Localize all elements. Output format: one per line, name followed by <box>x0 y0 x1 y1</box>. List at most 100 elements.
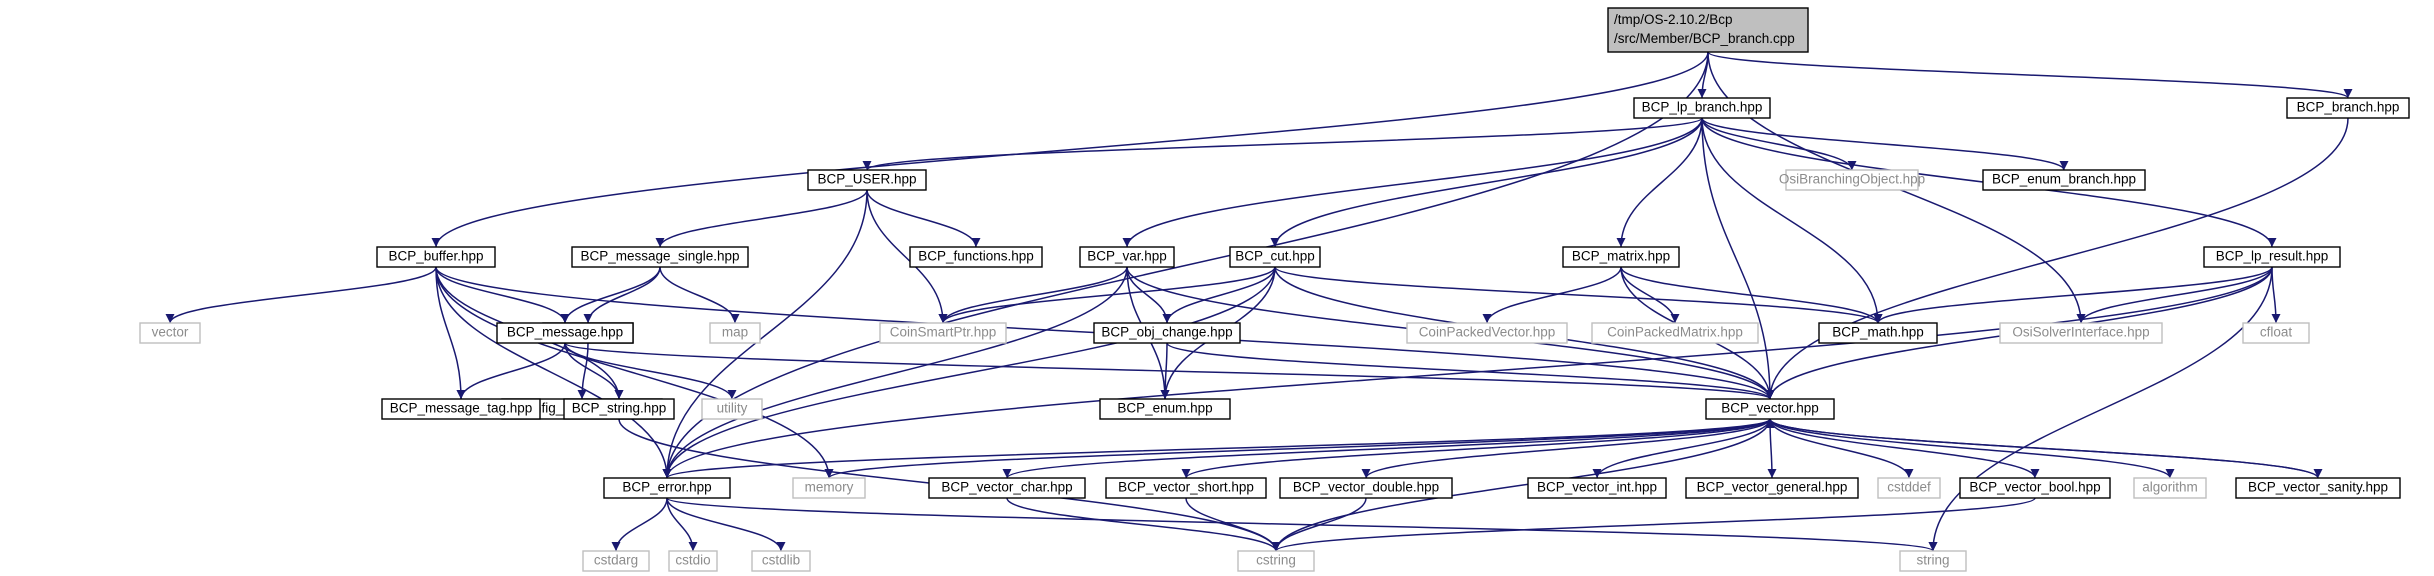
edge-lp_branch-to-cut <box>1270 117 1703 248</box>
edge-buffer-to-memory <box>435 266 834 479</box>
edge-var-to-error <box>662 266 1128 479</box>
root-file-node-root[interactable]: /tmp/OS-2.10.2/Bcp/src/Member/BCP_branch… <box>1607 7 1809 53</box>
node-label: string <box>1916 553 1949 568</box>
external-header-node-coinsmartptr: CoinSmartPtr.hpp <box>879 322 1007 344</box>
header-file-node-vector_general[interactable]: BCP_vector_general.hpp <box>1685 477 1859 499</box>
external-header-node-memory: memory <box>792 477 866 499</box>
node-label: memory <box>805 480 854 495</box>
edge-cut-to-error <box>662 266 1276 479</box>
header-file-node-math[interactable]: BCP_math.hpp <box>1818 322 1938 344</box>
external-header-node-utility: utility <box>701 398 763 420</box>
node-label: /src/Member/BCP_branch.cpp <box>1614 31 1795 46</box>
edge-root-to-branch <box>1707 51 2353 99</box>
node-box <box>1959 477 2111 499</box>
header-file-node-obj_change[interactable]: BCP_obj_change.hpp <box>1093 322 1241 344</box>
node-label: BCP_vector_int.hpp <box>1537 480 1657 495</box>
header-file-node-var[interactable]: BCP_var.hpp <box>1079 246 1175 268</box>
node-box <box>807 169 927 191</box>
edge-message-to-message_tag <box>456 342 566 400</box>
node-box <box>1899 550 1967 572</box>
node-box <box>751 550 811 572</box>
header-file-node-lp_result[interactable]: BCP_lp_result.hpp <box>2203 246 2341 268</box>
node-box <box>1079 246 1175 268</box>
header-file-node-branch[interactable]: BCP_branch.hpp <box>2286 97 2410 119</box>
node-box <box>1406 322 1568 344</box>
edge-message_single-to-message <box>560 266 661 324</box>
edge-vector-to-cstring <box>1271 418 1771 552</box>
node-box <box>563 398 675 420</box>
node-label: BCP_matrix.hpp <box>1572 249 1670 264</box>
node-label: map <box>722 325 748 340</box>
node-label: BCP_enum_branch.hpp <box>1992 172 2136 187</box>
edge-lp_branch-to-osibranching <box>1701 117 1857 171</box>
edge-var-to-obj_change <box>1126 266 1172 324</box>
edge-lp_result-to-cfloat <box>2271 266 2281 324</box>
node-label: vector <box>152 325 189 340</box>
node-label: cstdlib <box>762 553 800 568</box>
node-box <box>879 322 1007 344</box>
edge-matrix-to-coinpackedmatrix <box>1620 266 1680 324</box>
node-label: BCP_obj_change.hpp <box>1101 325 1232 340</box>
header-file-node-vector_bool[interactable]: BCP_vector_bool.hpp <box>1959 477 2111 499</box>
node-label: CoinPackedVector.hpp <box>1419 325 1556 340</box>
edge-lp_branch-to-enum_branch <box>1701 117 2069 171</box>
edge-error-to-cstdlib <box>666 497 786 552</box>
edge-vector-to-cstddef <box>1769 418 1914 479</box>
header-file-node-functions[interactable]: BCP_functions.hpp <box>909 246 1043 268</box>
node-box <box>1105 477 1267 499</box>
edge-vector_sanity-to-vector <box>1765 418 2319 479</box>
header-file-node-message_single[interactable]: BCP_message_single.hpp <box>571 246 749 268</box>
node-label: algorithm <box>2142 480 2198 495</box>
node-label: BCP_error.hpp <box>622 480 711 495</box>
node-box <box>1877 477 1941 499</box>
node-label: BCP_buffer.hpp <box>388 249 483 264</box>
node-label: BCP_message_tag.hpp <box>390 401 533 416</box>
header-file-node-enum_branch[interactable]: BCP_enum_branch.hpp <box>1982 169 2146 191</box>
header-file-node-buffer[interactable]: BCP_buffer.hpp <box>376 246 496 268</box>
node-label: BCP_message.hpp <box>507 325 623 340</box>
edge-lp_branch-to-matrix <box>1616 117 1703 248</box>
header-file-node-message_tag[interactable]: BCP_message_tag.hpp <box>381 398 541 420</box>
header-file-node-enum[interactable]: BCP_enum.hpp <box>1099 398 1231 420</box>
node-label: BCP_vector_double.hpp <box>1293 480 1439 495</box>
edge-vector-to-vector_int <box>1592 418 1771 479</box>
external-header-node-coinpackedmatrix: CoinPackedMatrix.hpp <box>1591 322 1759 344</box>
edge-message-to-utility <box>564 342 737 400</box>
header-file-node-vector_sanity[interactable]: BCP_vector_sanity.hpp <box>2235 477 2401 499</box>
header-file-node-string_hpp[interactable]: BCP_string.hpp <box>563 398 675 420</box>
node-label: cstdarg <box>594 553 638 568</box>
header-file-node-error[interactable]: BCP_error.hpp <box>603 477 731 499</box>
node-box <box>909 246 1043 268</box>
node-box <box>668 550 718 572</box>
node-box <box>1093 322 1241 344</box>
header-file-node-matrix[interactable]: BCP_matrix.hpp <box>1562 246 1680 268</box>
header-file-node-vector_char[interactable]: BCP_vector_char.hpp <box>928 477 1086 499</box>
node-label: BCP_lp_result.hpp <box>2216 249 2329 264</box>
header-file-node-vector_int[interactable]: BCP_vector_int.hpp <box>1527 477 1667 499</box>
edge-error-to-cstdarg <box>611 497 668 552</box>
header-file-node-vector_double[interactable]: BCP_vector_double.hpp <box>1279 477 1453 499</box>
node-label: BCP_enum.hpp <box>1117 401 1212 416</box>
node-label: cfloat <box>2260 325 2293 340</box>
node-label: BCP_functions.hpp <box>918 249 1034 264</box>
header-file-node-vector_short[interactable]: BCP_vector_short.hpp <box>1105 477 1267 499</box>
edge-vector_char-to-cstring <box>1006 497 1281 552</box>
header-file-node-vector[interactable]: BCP_vector.hpp <box>1705 398 1835 420</box>
edge-error-to-cstdio <box>666 497 698 552</box>
node-label: cstddef <box>1887 480 1931 495</box>
header-file-node-user[interactable]: BCP_USER.hpp <box>807 169 927 191</box>
edge-lp_branch-to-var <box>1122 117 1703 248</box>
header-file-node-cut[interactable]: BCP_cut.hpp <box>1229 246 1321 268</box>
node-box <box>928 477 1086 499</box>
node-label: OsiBranchingObject.hpp <box>1779 172 1925 187</box>
node-label: BCP_vector_char.hpp <box>941 480 1072 495</box>
edge-root-to-buffer <box>431 51 1709 248</box>
header-file-node-message[interactable]: BCP_message.hpp <box>496 322 634 344</box>
edge-lp_branch-to-user <box>862 117 1703 171</box>
header-file-node-lp_branch[interactable]: BCP_lp_branch.hpp <box>1633 97 1771 119</box>
edge-buffer-to-vector_ext <box>165 266 437 324</box>
node-box <box>701 398 763 420</box>
edge-obj_change-to-enum <box>1160 342 1170 400</box>
node-label: CoinSmartPtr.hpp <box>890 325 997 340</box>
